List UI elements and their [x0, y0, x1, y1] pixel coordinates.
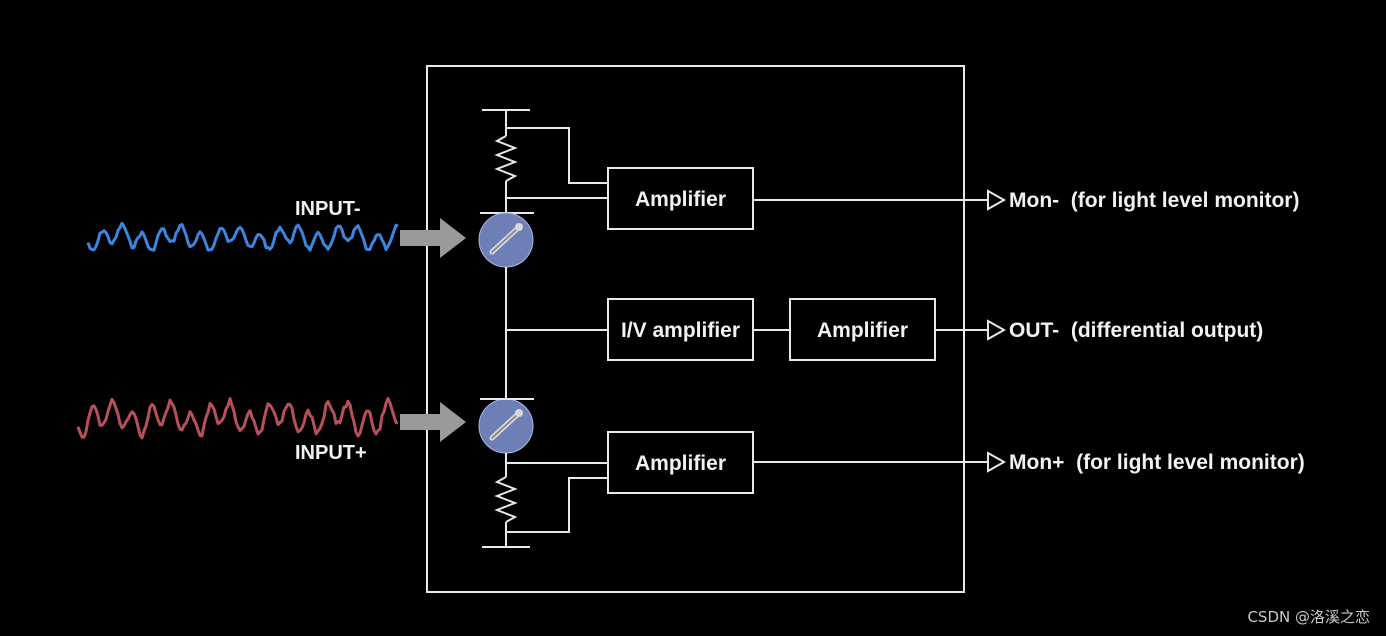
mon-minus-terminal-icon [987, 189, 1007, 211]
iv-amplifier-block: I/V amplifier [607, 298, 754, 361]
photodiode-plus-icon [478, 398, 534, 454]
input-plus-label: INPUT+ [295, 442, 367, 464]
top-bias-network [480, 109, 608, 214]
mon-plus-terminal-icon [987, 451, 1007, 473]
amplifier-top-block: Amplifier [607, 167, 754, 230]
amplifier-bottom-label: Amplifier [635, 452, 726, 475]
input-plus-arrow-icon [400, 402, 466, 442]
mon-minus-label: Mon- (for light level monitor) [1009, 189, 1299, 212]
amplifier-bottom-block: Amplifier [607, 431, 754, 494]
amplifier-top-label: Amplifier [635, 188, 726, 211]
mon-plus-label: Mon+ (for light level monitor) [1009, 451, 1305, 474]
top-resistor-icon [494, 135, 518, 182]
input-minus-arrow-icon [400, 218, 466, 258]
out-minus-label: OUT- (differential output) [1009, 319, 1263, 342]
amplifier-mid-block: Amplifier [789, 298, 936, 361]
bottom-bias-network [482, 453, 608, 548]
amplifier-mid-label: Amplifier [817, 319, 908, 342]
input-plus-waveform [76, 397, 399, 440]
input-minus-label: INPUT- [295, 198, 361, 220]
watermark: CSDN @洛溪之恋 [1247, 608, 1370, 626]
input-minus-waveform [86, 221, 399, 252]
bottom-resistor-icon [494, 476, 518, 523]
out-minus-terminal-icon [987, 319, 1007, 341]
iv-amplifier-label: I/V amplifier [621, 319, 740, 342]
photodiode-minus-icon [478, 212, 534, 268]
